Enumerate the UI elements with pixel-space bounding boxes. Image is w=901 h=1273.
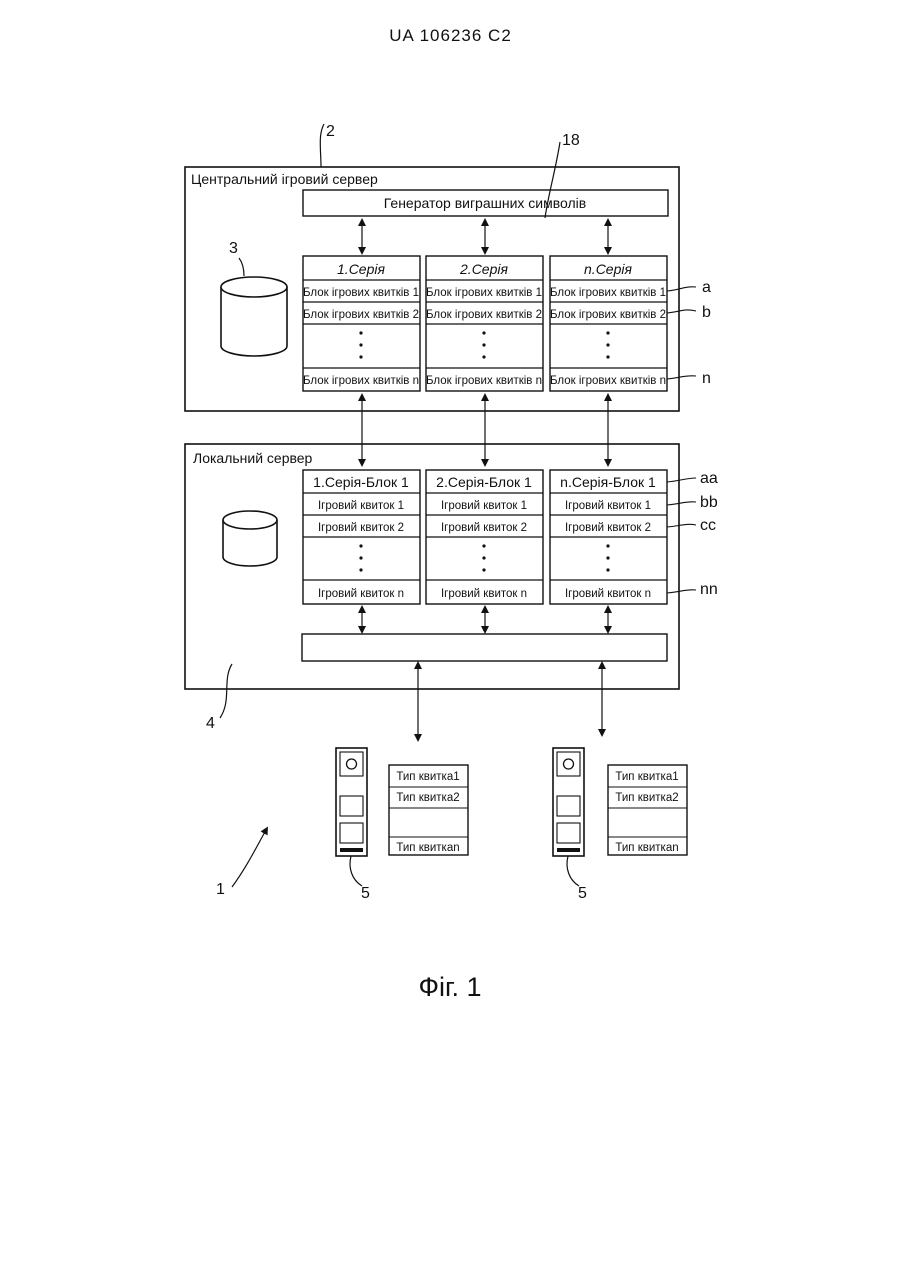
local-series-column: n.Серія-Блок 1 Ігровий квиток 1 Ігровий …	[550, 470, 667, 604]
ref-1-label: 1	[216, 881, 225, 898]
figure-caption: Фіг. 1	[418, 972, 481, 1002]
local-series-title: n.Серія-Блок 1	[560, 474, 656, 490]
ticket-row-last: Ігровий квиток n	[318, 588, 404, 600]
ref-4-leader	[220, 664, 232, 718]
ref-nn-leader	[667, 590, 696, 593]
generator-label: Генератор виграшних символів	[384, 195, 586, 211]
ref-3-label: 3	[229, 240, 238, 257]
series-row: Блок ігрових квитків 1	[303, 287, 419, 299]
series-column: n.Серія Блок ігрових квитків 1 Блок ігро…	[550, 256, 667, 391]
series-title: 2.Серія	[459, 261, 508, 277]
ticket-type: Тип квитка1	[396, 771, 459, 783]
terminal: Тип квитка1 Тип квитка2 Тип квиткаn 5	[336, 748, 468, 902]
interface-bar	[302, 634, 667, 661]
ref-1-arrow	[232, 830, 266, 887]
ref-18-label: 18	[562, 132, 580, 149]
ticket-row-last: Ігровий квиток n	[441, 588, 527, 600]
ref-b-leader	[667, 310, 696, 313]
database-icon	[221, 277, 287, 356]
series-title: n.Серія	[584, 261, 632, 277]
ref-4-label: 4	[206, 715, 215, 732]
ticket-type-last: Тип квиткаn	[615, 842, 678, 854]
series-row: Блок ігрових квитків 2	[303, 309, 419, 321]
series-row: Блок ігрових квитків 2	[550, 309, 666, 321]
ref-a-label: a	[702, 279, 711, 296]
ticket-row: Ігровий квиток 1	[318, 500, 404, 512]
ref-5-label: 5	[578, 885, 587, 902]
ticket-type: Тип квитка1	[615, 771, 678, 783]
series-column: 2.Серія Блок ігрових квитків 1 Блок ігро…	[426, 256, 543, 391]
ref-5-leader	[350, 856, 362, 886]
ref-3-leader	[239, 258, 244, 276]
ticket-row-last: Ігровий квиток n	[565, 588, 651, 600]
ref-5-leader	[567, 856, 579, 886]
series-row-last: Блок ігрових квитків n	[550, 375, 666, 387]
central-server-title: Центральний ігровий сервер	[191, 171, 378, 187]
ref-bb-leader	[667, 502, 696, 505]
local-server-title: Локальний сервер	[193, 450, 313, 466]
local-series-column: 2.Серія-Блок 1 Ігровий квиток 1 Ігровий …	[426, 470, 543, 604]
ref-aa-leader	[667, 478, 696, 482]
ref-cc-label: cc	[700, 517, 716, 534]
series-row: Блок ігрових квитків 1	[550, 287, 666, 299]
terminal: Тип квитка1 Тип квитка2 Тип квиткаn 5	[553, 748, 687, 902]
ticket-row: Ігровий квиток 2	[441, 522, 527, 534]
series-row: Блок ігрових квитків 2	[426, 309, 542, 321]
ticket-row: Ігровий квиток 2	[565, 522, 651, 534]
ticket-row: Ігровий квиток 1	[565, 500, 651, 512]
ref-2-leader	[320, 124, 324, 167]
ticket-row: Ігровий квиток 1	[441, 500, 527, 512]
ref-nn-label: nn	[700, 581, 718, 598]
database-icon	[223, 511, 277, 566]
central-server: Центральний ігровий сервер 2 Генератор в…	[185, 123, 711, 411]
ref-n-label: n	[702, 370, 711, 387]
series-title: 1.Серія	[337, 261, 385, 277]
ref-bb-label: bb	[700, 494, 718, 511]
local-series-column: 1.Серія-Блок 1 Ігровий квиток 1 Ігровий …	[303, 470, 420, 604]
ref-aa-label: aa	[700, 470, 718, 487]
ref-5-label: 5	[361, 885, 370, 902]
ref-a-leader	[667, 287, 696, 291]
ticket-row: Ігровий квиток 2	[318, 522, 404, 534]
ticket-type: Тип квитка2	[396, 792, 459, 804]
ref-b-label: b	[702, 304, 711, 321]
series-column: 1.Серія Блок ігрових квитків 1 Блок ігро…	[303, 256, 420, 391]
series-row: Блок ігрових квитків 1	[426, 287, 542, 299]
ref-2-label: 2	[326, 123, 335, 140]
series-row-last: Блок ігрових квитків n	[303, 375, 419, 387]
local-series-title: 2.Серія-Блок 1	[436, 474, 532, 490]
ticket-type-last: Тип квиткаn	[396, 842, 459, 854]
local-series-title: 1.Серія-Блок 1	[313, 474, 409, 490]
ref-cc-leader	[667, 524, 696, 527]
ticket-type: Тип квитка2	[615, 792, 678, 804]
series-row-last: Блок ігрових квитків n	[426, 375, 542, 387]
ref-n-leader	[667, 376, 696, 379]
local-server: Локальний сервер 1.Серія-Блок 1 Ігровий …	[185, 444, 718, 732]
